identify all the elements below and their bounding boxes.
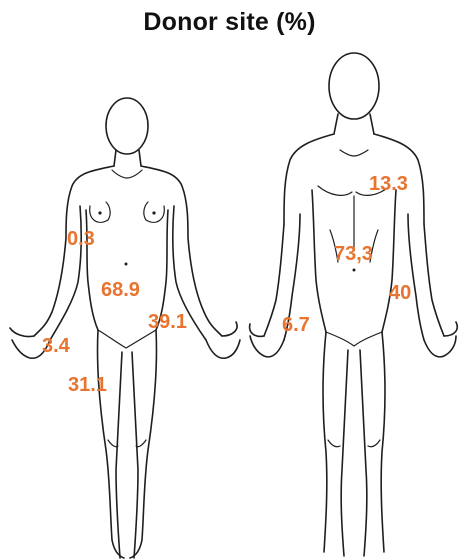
female-abdomen-label: 68.9: [101, 280, 140, 300]
female-arm-label: 3.4: [42, 336, 70, 356]
male-arm-label: 6.7: [282, 315, 310, 335]
female-flank-label: 39.1: [148, 312, 187, 332]
male-flank-label: 40: [389, 283, 411, 303]
male-chest-label: 13.3: [369, 174, 408, 194]
female-chest-label: 0.3: [67, 229, 95, 249]
female-thigh-label: 31.1: [68, 375, 107, 395]
male-abdomen-label: 73,3: [334, 244, 373, 264]
